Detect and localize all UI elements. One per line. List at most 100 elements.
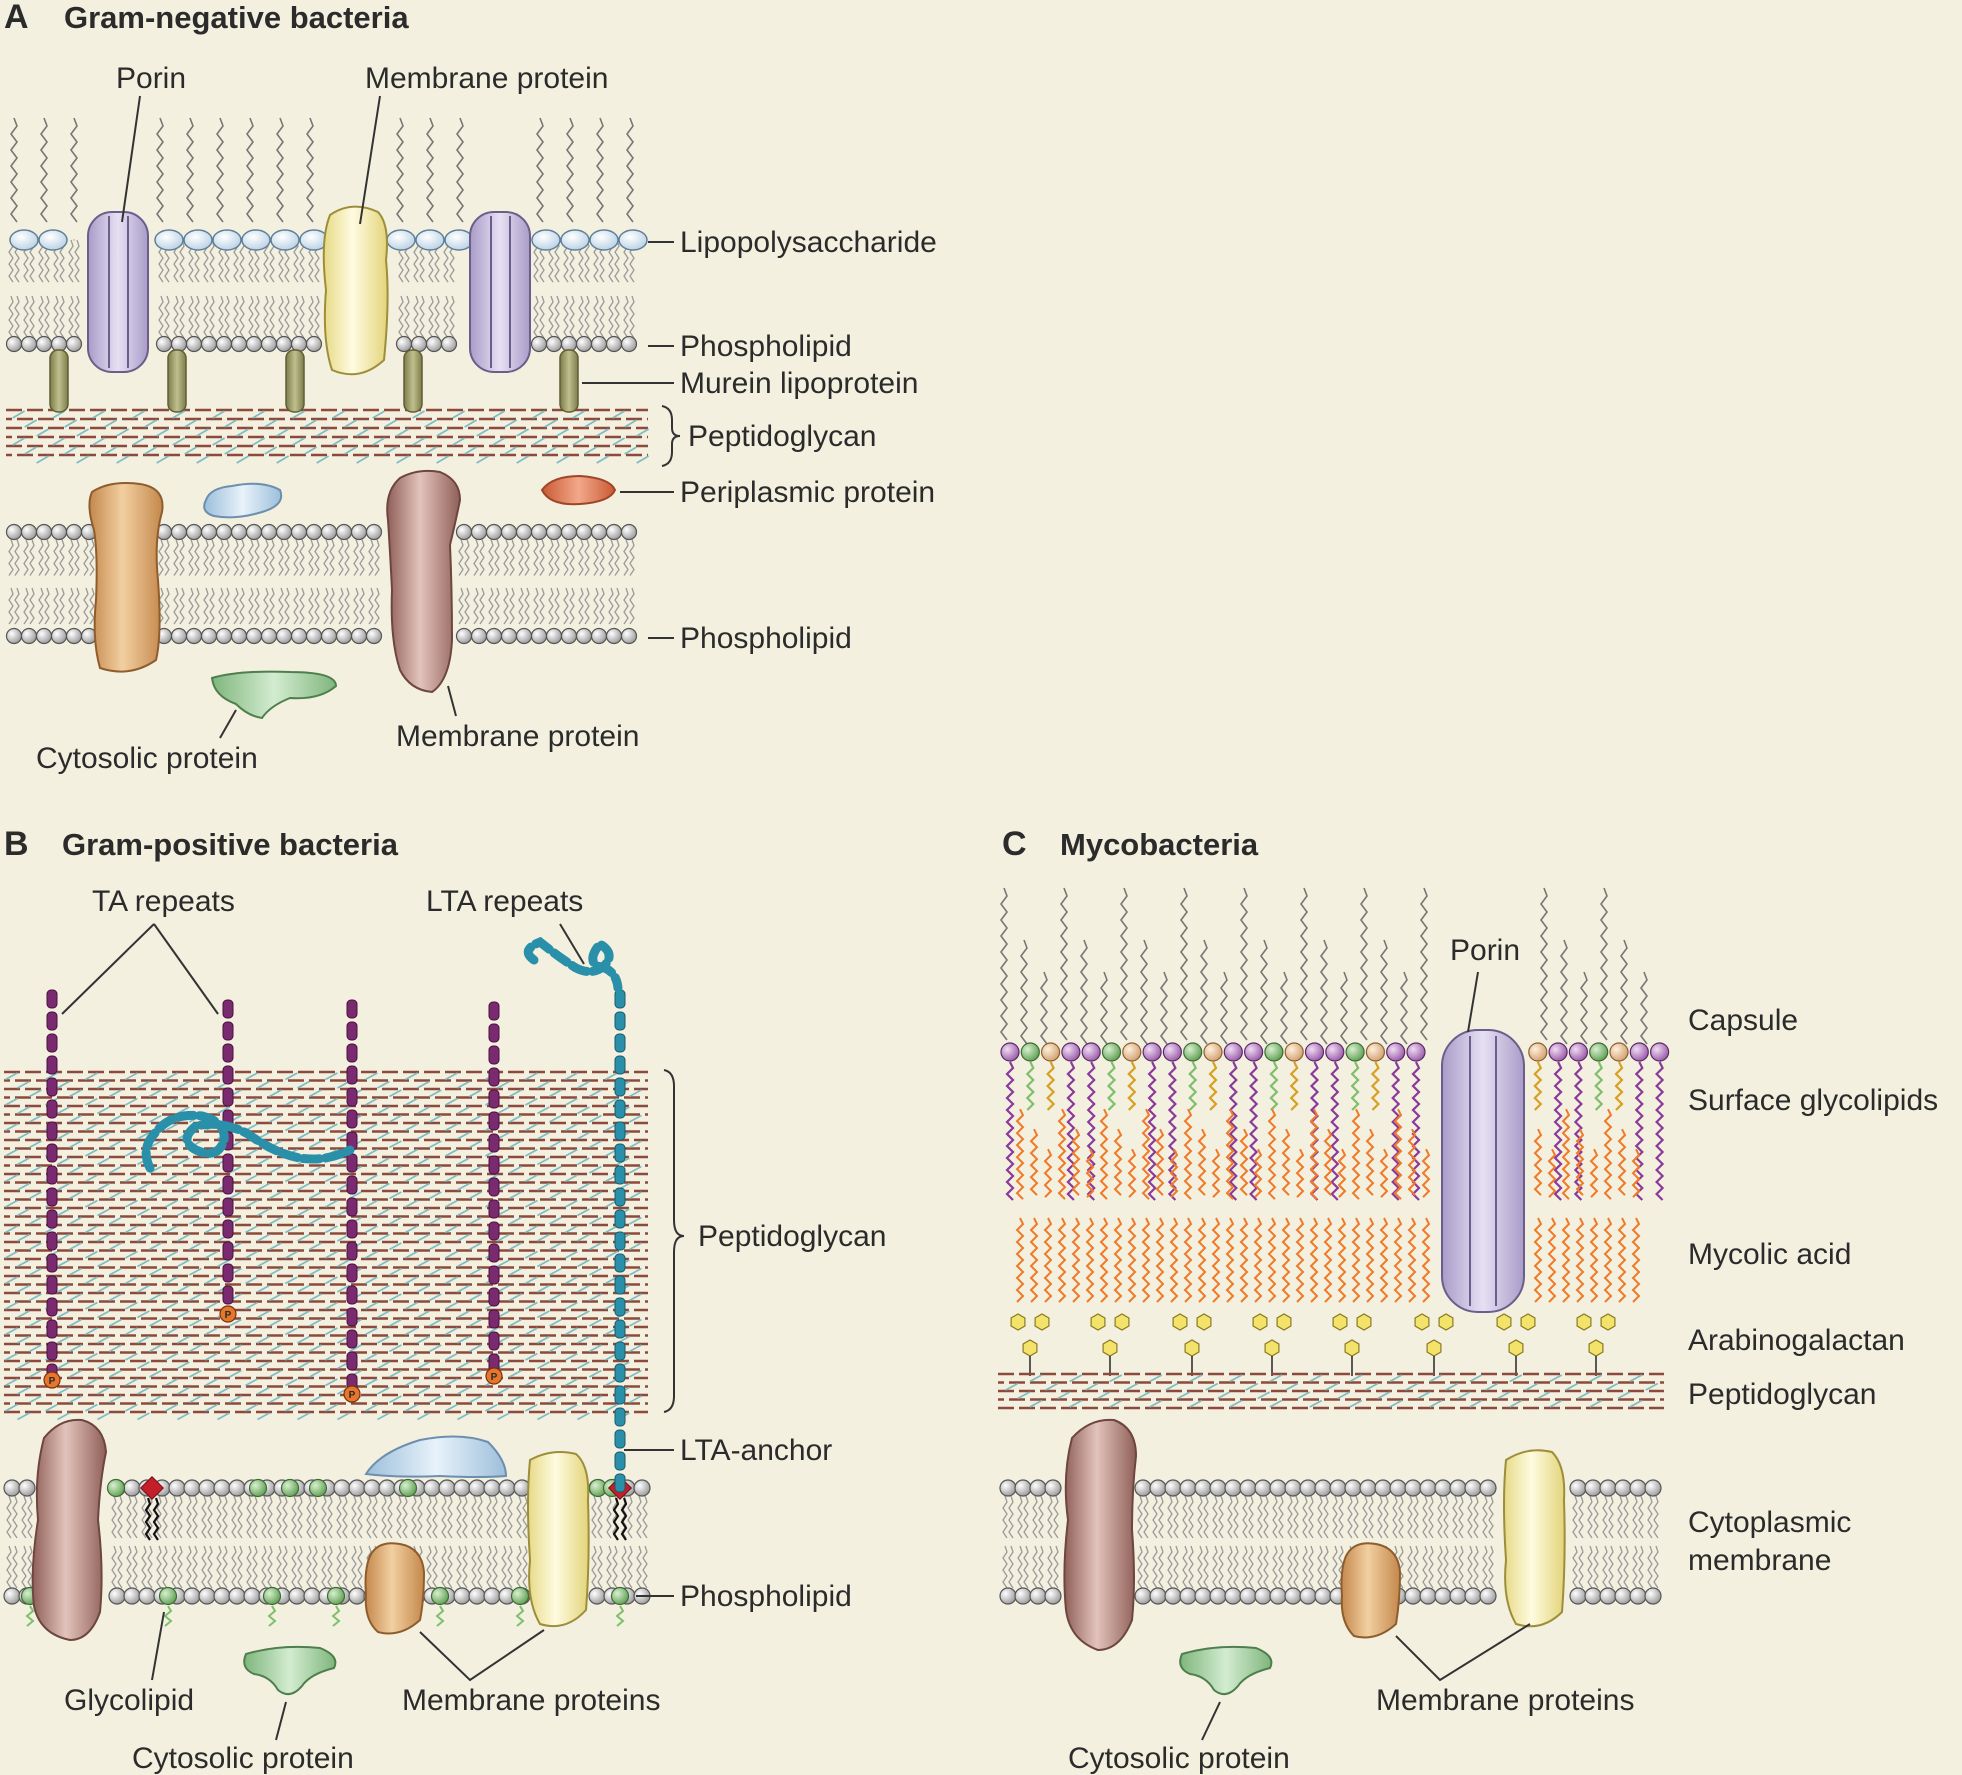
lipid-tail — [156, 1545, 162, 1589]
peptide-crosslink — [325, 1327, 338, 1336]
peptide-crosslink — [116, 428, 130, 437]
lipid-tail — [402, 1495, 408, 1539]
peptide-crosslink — [445, 1072, 458, 1081]
glycolipid-head — [1223, 1042, 1243, 1062]
lps-lipid-a-head — [183, 229, 213, 251]
peptide-crosslink — [189, 1395, 202, 1404]
peptide-crosslink — [337, 1106, 350, 1115]
lipid-head — [335, 523, 353, 541]
peptide-crosslink — [565, 1352, 578, 1361]
lipid-tail — [74, 587, 80, 625]
peptide-crosslink — [285, 1174, 298, 1183]
lipid-tail — [1167, 1495, 1173, 1539]
lipid-tail — [209, 295, 215, 339]
lipid-head — [453, 1479, 471, 1497]
lipid-tail — [516, 1545, 522, 1589]
peptide-crosslink — [365, 1301, 378, 1310]
glycolipid-head — [1183, 1042, 1203, 1062]
peptide-crosslink — [269, 1114, 282, 1123]
peptide-crosslink — [1149, 1374, 1163, 1383]
lipid-tail — [321, 1495, 327, 1539]
peptide-crosslink — [229, 1165, 242, 1174]
peptide-crosslink — [1349, 1374, 1363, 1383]
arabinogalactan-sugar — [1010, 1313, 1026, 1331]
peptide-crosslink — [69, 1191, 82, 1200]
peptide-crosslink — [85, 1301, 98, 1310]
peptide-crosslink — [405, 1072, 418, 1081]
lipid-tail — [53, 295, 59, 339]
peptide-crosslink — [177, 1361, 190, 1370]
arabinogalactan-sugar — [1196, 1313, 1212, 1331]
lipid-head — [588, 1587, 606, 1605]
lipid-head — [500, 523, 518, 541]
mycolic-acid-chain — [1379, 1217, 1389, 1303]
lipopolysaccharide-layer — [9, 229, 648, 251]
lipid-tail — [1392, 1495, 1398, 1539]
peptide-crosslink — [1189, 1399, 1203, 1408]
peptide-crosslink — [285, 1352, 298, 1361]
anchor-fatty-acid — [620, 1497, 628, 1541]
peptide-crosslink — [377, 1259, 390, 1268]
lipid-head — [590, 523, 608, 541]
lipid-head — [200, 523, 218, 541]
peptide-crosslink — [309, 1165, 322, 1174]
lipid-tail — [293, 239, 299, 283]
lps-lipid-a-head — [618, 229, 648, 251]
peptide-crosslink — [125, 1072, 138, 1081]
peptide-crosslink — [1297, 1391, 1311, 1400]
lipoteichoic-acid-repeat — [614, 1319, 626, 1339]
lipid-head — [123, 1479, 141, 1497]
peptide-crosslink — [149, 1242, 162, 1251]
mycolic-acid-chain — [1575, 1128, 1585, 1196]
peptide-crosslink — [417, 1284, 430, 1293]
peptide-crosslink — [217, 1259, 230, 1268]
peptide-crosslink — [1005, 1382, 1019, 1391]
lipid-tail — [111, 1495, 117, 1539]
phospholipid-heads-a — [5, 335, 638, 645]
lps-polysaccharide-chain — [456, 117, 464, 223]
lipid-tail — [533, 295, 539, 339]
lta-chain-free — [141, 1110, 355, 1173]
lipid-tail — [1602, 1495, 1608, 1539]
teichoic-acid-repeat — [488, 1309, 500, 1329]
lipid-head — [620, 523, 638, 541]
lipid-tail — [158, 295, 164, 339]
peptide-crosslink — [189, 1267, 202, 1276]
lipid-head — [215, 627, 233, 645]
lipid-head — [20, 523, 38, 541]
peptide-crosslink — [457, 1386, 470, 1395]
arabinogalactan-layer — [1010, 1313, 1616, 1376]
mycolic-acid-chain — [1197, 1217, 1207, 1303]
peptide-crosslink — [196, 428, 210, 437]
glycolipid-head — [308, 1478, 328, 1498]
lipid-tail — [263, 239, 269, 283]
lipid-head — [1449, 1587, 1467, 1605]
peptide-crosslink — [565, 1072, 578, 1081]
lipid-head — [468, 1479, 486, 1497]
peptide-crosslink — [109, 1318, 122, 1327]
arabinogalactan-sugar — [1022, 1339, 1038, 1357]
peptide-crosslink — [205, 1327, 218, 1336]
peptide-crosslink — [97, 1335, 110, 1344]
peptide-crosslink — [297, 1412, 310, 1421]
lipid-head — [35, 627, 53, 645]
lipid-tail — [261, 1495, 267, 1539]
peptide-crosslink — [217, 1412, 230, 1421]
surface-glycolipid-chain — [1066, 1061, 1076, 1201]
teichoic-acid-repeat — [488, 1221, 500, 1241]
label-membrane-proteins-b: Membrane proteins — [402, 1684, 660, 1717]
lps-lipid-a-head — [560, 229, 590, 251]
capsule-polysaccharide — [1040, 971, 1048, 1045]
lipid-tail — [1653, 1495, 1659, 1539]
peptide-crosslink — [149, 1267, 162, 1276]
lipid-tail — [263, 539, 269, 576]
glycolipid-head — [1122, 1042, 1142, 1062]
lipid-tail — [578, 539, 584, 576]
lipid-tail — [569, 587, 575, 625]
mycolic-acid-chain — [1561, 1217, 1571, 1303]
peptide-crosslink — [205, 1378, 218, 1387]
peptide-crosslink — [177, 1335, 190, 1344]
lipid-tail — [1647, 1545, 1653, 1589]
lipid-tail — [629, 587, 635, 625]
lipid-tail — [492, 1495, 498, 1539]
